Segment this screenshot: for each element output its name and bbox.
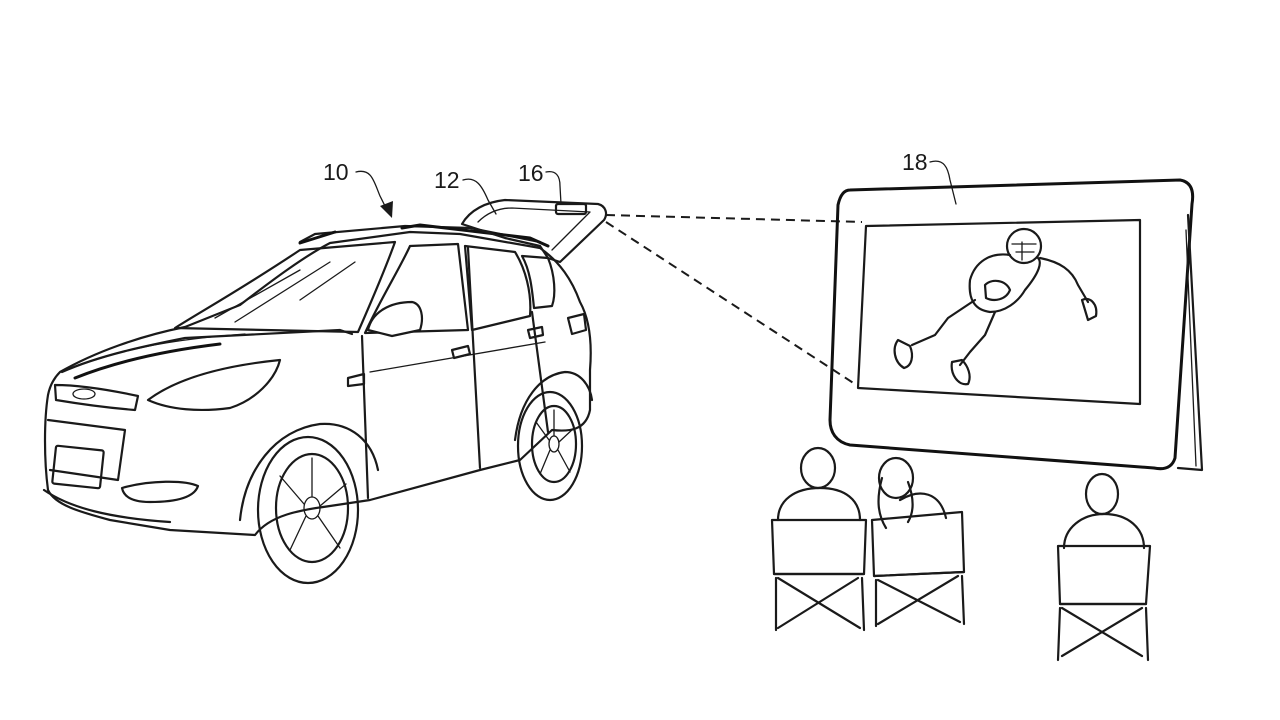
front-rim — [274, 452, 350, 564]
player-left-leg — [910, 298, 977, 347]
b-pillar-seam — [466, 246, 482, 470]
windshield — [173, 240, 397, 334]
spectator-right — [1056, 472, 1152, 662]
helmet-facemask — [1011, 241, 1037, 261]
folding-chair-legs — [872, 570, 966, 628]
projector-device-icon — [554, 202, 588, 216]
ref-numeral-projector: 16 — [518, 160, 544, 186]
spectator-head — [877, 456, 915, 500]
upper-grille — [53, 383, 140, 412]
player-right-arm — [1038, 256, 1090, 304]
player-right-hand — [1080, 297, 1098, 322]
projection-screen — [828, 178, 1204, 472]
rear-door-seam — [530, 310, 550, 434]
vehicle-suv — [42, 223, 594, 585]
leader-line-vehicle — [355, 170, 389, 213]
football-player-image — [893, 227, 1098, 386]
rear-rim — [530, 404, 578, 484]
front-wheel-arch — [238, 422, 380, 522]
leader-arrow-icon — [380, 201, 393, 218]
leader-line-projector — [545, 170, 562, 205]
player-right-cleat — [950, 358, 971, 386]
front-valance — [42, 488, 172, 524]
roof-rail-front — [298, 230, 337, 245]
leader-line-screen — [929, 160, 957, 205]
ref-label-vehicle: 10 — [323, 159, 393, 218]
player-left-cleat — [893, 338, 914, 370]
rear-side-window — [463, 244, 532, 332]
leader-line-liftgate — [462, 178, 497, 215]
rear-wheel-arch — [513, 370, 594, 442]
front-rim-spokes — [279, 457, 347, 551]
vehicle-body-outline — [43, 230, 592, 537]
license-plate — [51, 444, 105, 490]
spectator-shoulders — [1062, 512, 1146, 550]
spectator-shoulders — [898, 492, 948, 520]
spectator-head — [799, 446, 837, 490]
ref-label-projector: 16 — [518, 160, 562, 205]
tail-light — [566, 312, 588, 336]
brand-emblem-icon — [72, 388, 96, 400]
chair-back — [1056, 544, 1152, 606]
open-liftgate — [460, 198, 608, 264]
front-door-handle — [450, 344, 472, 360]
side-mirror — [366, 300, 423, 338]
spectator-head — [1084, 472, 1120, 516]
front-tire — [256, 435, 360, 585]
screen-support-strut — [1185, 229, 1197, 467]
rear-door-handle — [526, 325, 545, 340]
folding-chair-legs — [1056, 602, 1150, 662]
headlight — [146, 358, 282, 412]
rear-tire — [516, 390, 584, 502]
beam-lower-edge — [605, 221, 859, 387]
projection-beam — [605, 214, 863, 387]
player-helmet — [1005, 227, 1043, 265]
roof-rail-rear — [400, 223, 550, 248]
spectator-hair — [877, 476, 914, 530]
spectator-shoulders — [776, 486, 862, 522]
fuel-door — [346, 372, 366, 388]
front-door-seam — [360, 334, 370, 500]
liftgate-panel — [460, 198, 608, 264]
player-torso — [968, 253, 1041, 314]
ref-numeral-screen: 18 — [902, 149, 928, 175]
windshield-glare-lines — [214, 261, 356, 323]
player-right-leg — [958, 310, 997, 367]
hood-crease — [73, 342, 222, 380]
ref-numeral-liftgate: 12 — [434, 167, 460, 193]
screen-display-area — [856, 218, 1142, 406]
screen-support-leg — [1176, 213, 1204, 472]
lower-bumper-line — [46, 418, 127, 482]
ref-label-screen: 18 — [902, 149, 957, 205]
beam-upper-edge — [605, 214, 863, 223]
ref-numeral-vehicle: 10 — [323, 159, 349, 185]
fog-light — [120, 480, 200, 504]
spectator-left — [770, 446, 868, 632]
rear-rim-spokes — [535, 409, 575, 475]
quarter-window — [520, 254, 556, 310]
folding-chair-legs — [772, 572, 866, 632]
hood-crease-upper — [94, 333, 246, 361]
chair-back — [770, 518, 868, 576]
screen-frame — [828, 178, 1195, 471]
ref-label-liftgate: 12 — [434, 167, 497, 215]
liftgate-glass — [477, 207, 591, 251]
football-ball — [983, 279, 1012, 301]
spectator-middle — [870, 456, 966, 628]
chair-back — [870, 510, 966, 578]
